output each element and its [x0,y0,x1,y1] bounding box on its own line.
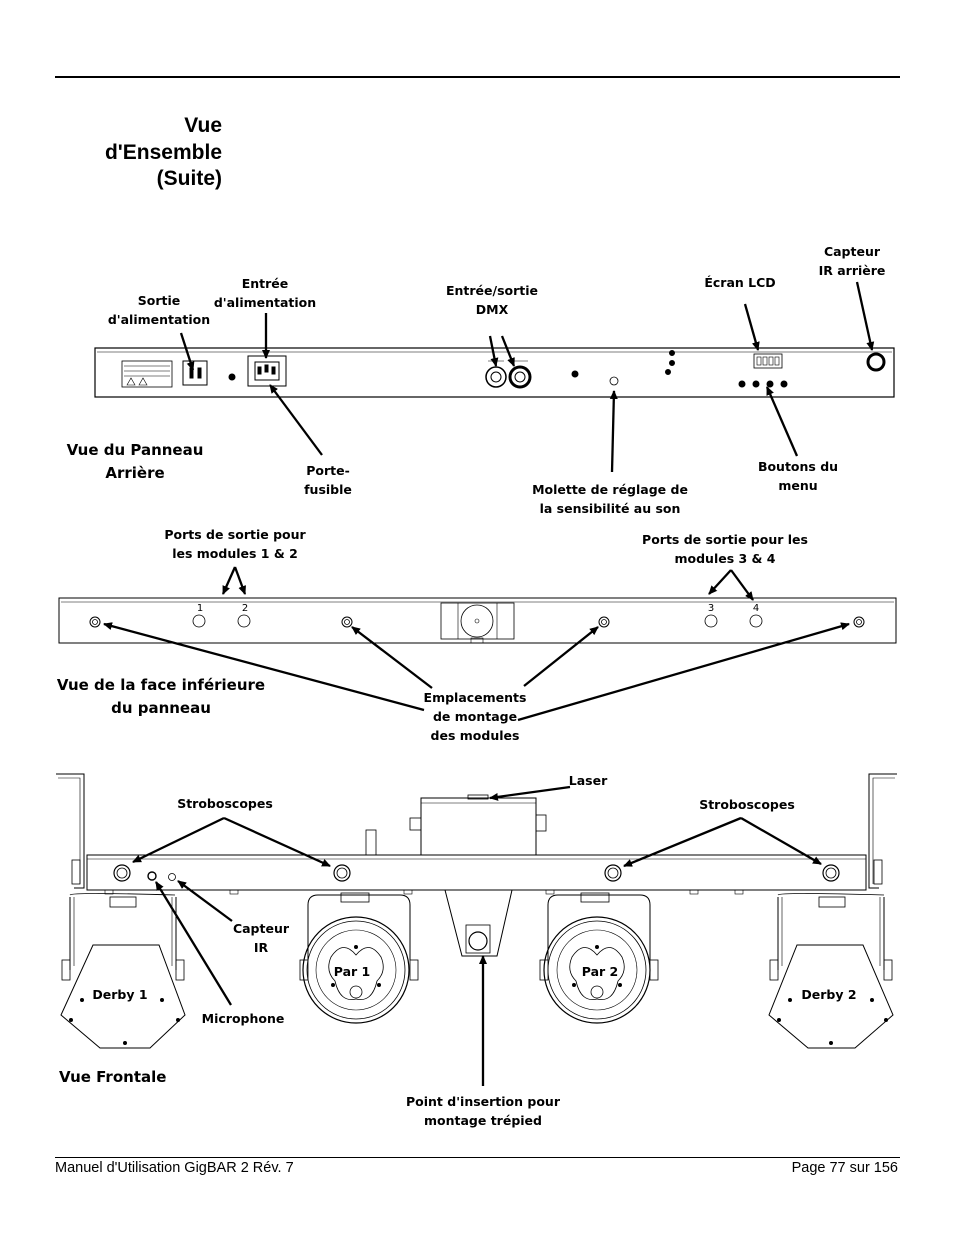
label-derby2: Derby 2 [801,987,857,1002]
label-port-4: 4 [752,603,760,614]
label-port-3: 3 [707,603,715,614]
label-port-2: 2 [241,603,249,614]
bottom-panel-title: Vue de la face inférieure du panneau [56,676,266,717]
label-par2: Par 2 [581,964,619,979]
footer-rule [55,1157,900,1158]
label-ir-rear: Capteur IR arrière [818,244,886,278]
front-view-drawing [56,773,897,1049]
front-view-title: Vue Frontale [59,1068,167,1086]
label-sound-knob: Molette de réglage de la sensibilité au … [532,482,688,516]
page-title: Vue d'Ensemble (Suite) [104,114,222,190]
label-ports-12: Ports de sortie pour les modules 1 & 2 [164,527,306,561]
footer-manual-title: Manuel d'Utilisation GigBAR 2 Rév. 7 [55,1160,294,1176]
rear-panel-arrows [179,281,875,473]
label-strobes-left: Stroboscopes [177,796,273,811]
label-power-out: Sortie d'alimentation [107,293,211,327]
label-strobes-right: Stroboscopes [699,797,795,812]
label-port-1: 1 [196,603,204,614]
label-fuse: Porte- fusible [304,463,352,497]
label-mounts: Emplacements de montage des modules [423,690,527,743]
label-tripod: Point d'insertion pour montage trépied [406,1094,560,1128]
label-menu-buttons: Boutons du menu [757,459,839,493]
label-microphone: Microphone [201,1011,285,1026]
bottom-panel-drawing [58,597,897,644]
label-par1: Par 1 [333,964,371,979]
label-ports-34: Ports de sortie pour les modules 3 & 4 [642,532,808,566]
label-laser: Laser [568,773,608,788]
footer-page-number: Page 77 sur 156 [791,1160,898,1176]
rear-panel-title: Vue du Panneau Arrière [66,441,204,482]
header-rule [55,76,900,78]
label-ir-sensor: Capteur IR [232,921,290,955]
front-view-arrows [132,785,822,1086]
bottom-panel-arrows [103,566,850,722]
label-dmx: Entrée/sortie DMX [445,283,539,317]
label-lcd: Écran LCD [704,275,776,290]
label-power-in: Entrée d'alimentation [213,276,317,310]
label-derby1: Derby 1 [92,987,148,1002]
